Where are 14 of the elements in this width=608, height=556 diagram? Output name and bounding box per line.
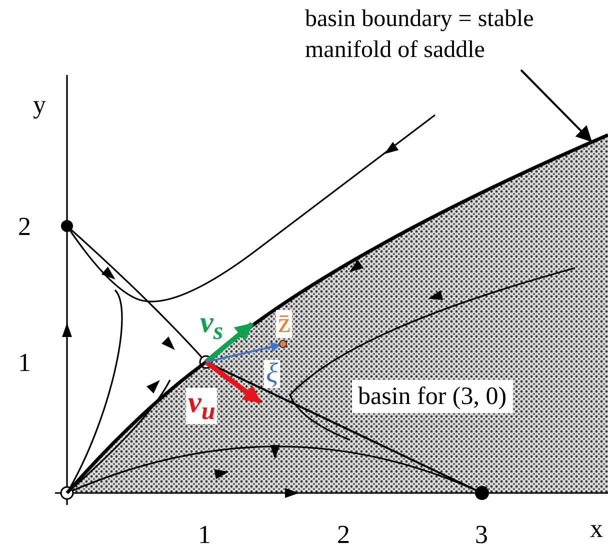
leader-arrow bbox=[520, 69, 592, 142]
tick-label: 1 bbox=[198, 522, 211, 548]
vector-label: z̄ bbox=[276, 310, 292, 338]
region-label: basin for (3, 0) bbox=[352, 380, 513, 413]
vector-label: v$_{u}$ bbox=[186, 388, 218, 424]
tick-label: 3 bbox=[475, 522, 488, 548]
tick-label: 2 bbox=[18, 214, 31, 240]
axis-label: y bbox=[33, 92, 46, 118]
vector-label: ξ bbox=[264, 360, 280, 388]
annotation-text: basin boundary = stable manifold of saddle bbox=[305, 4, 605, 66]
tick-label: 2 bbox=[337, 522, 350, 548]
vector-label: v$_{s}$ bbox=[200, 308, 224, 344]
axis-label: x bbox=[590, 516, 603, 542]
tick-label: 1 bbox=[18, 350, 31, 376]
